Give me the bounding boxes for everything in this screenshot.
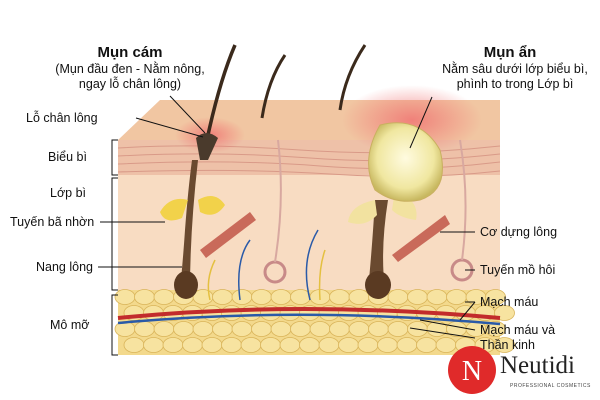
fat-cell — [123, 337, 145, 353]
mun-an-title: Mụn ẩn — [483, 44, 537, 61]
fat-cell — [153, 289, 175, 305]
label-bieu-bi: Biểu bì — [48, 150, 87, 164]
fat-cell — [270, 321, 292, 337]
fat-cell — [299, 337, 320, 353]
fat-cell — [318, 337, 340, 353]
fat-cell — [329, 289, 350, 305]
fat-cell — [114, 321, 136, 337]
fat-cell — [212, 289, 233, 305]
fat-cell — [357, 305, 379, 321]
fat-cell — [309, 321, 331, 337]
hair-follicle-left — [180, 160, 198, 290]
fat-cell — [387, 321, 409, 337]
fat-cell — [270, 289, 292, 305]
fat-cell — [134, 321, 155, 337]
svg-text:N: N — [462, 356, 482, 387]
fat-cell — [182, 337, 203, 353]
fat-cell — [329, 321, 350, 337]
fat-cell — [221, 337, 242, 353]
fat-cell — [435, 337, 457, 353]
fat-cell — [173, 321, 194, 337]
fat-cell — [377, 305, 398, 321]
fat-cell — [494, 337, 515, 353]
fat-cell — [240, 337, 262, 353]
mun-cam-desc-1: (Mụn đầu đen - Nằm nông, — [55, 62, 205, 76]
logo-brand-name: Neutidi — [500, 352, 575, 379]
label-mach-mau-va: Mạch máu và — [480, 323, 556, 337]
fat-cell — [134, 289, 155, 305]
fat-cell — [416, 337, 437, 353]
fat-cell — [426, 289, 448, 305]
fat-cell — [446, 289, 467, 305]
fat-cell — [348, 289, 370, 305]
fat-cell — [368, 321, 389, 337]
blackhead — [196, 133, 218, 160]
fat-cell — [426, 321, 448, 337]
fat-cell — [221, 305, 242, 321]
sebaceous-gland-right — [348, 200, 377, 224]
fat-cell — [357, 337, 379, 353]
label-tuyen-mo-hoi: Tuyến mồ hôi — [480, 263, 556, 277]
logo-tagline: PROFESSIONAL COSMETICS — [510, 383, 591, 389]
fat-cell — [290, 321, 311, 337]
label-mo-mo: Mô mỡ — [50, 318, 90, 332]
fat-cell — [485, 289, 506, 305]
fat-cell — [162, 337, 184, 353]
fat-cell — [251, 289, 272, 305]
fat-cell — [348, 321, 370, 337]
mun-an-desc-2: phình to trong Lớp bì — [456, 77, 574, 91]
label-tuyen-ba-nhon: Tuyến bã nhờn — [10, 215, 95, 229]
fat-cell — [201, 337, 223, 353]
fat-cell — [251, 321, 272, 337]
fat-cell — [114, 289, 136, 305]
arrector-muscle — [200, 212, 256, 258]
fat-cell — [407, 289, 428, 305]
label-nang-long: Nang lông — [36, 260, 93, 274]
fat-cell — [192, 321, 214, 337]
fat-cell — [153, 321, 175, 337]
label-co-dung-long: Cơ dựng lông — [480, 225, 558, 239]
label-than-kinh: Thần kinh — [480, 338, 535, 352]
fat-cell — [279, 337, 301, 353]
fat-cell — [396, 337, 418, 353]
logo-mark — [448, 346, 496, 394]
fat-cell — [231, 321, 253, 337]
hidden-pimple — [368, 122, 443, 202]
fat-cell — [143, 337, 164, 353]
hair-follicle-right — [368, 200, 388, 290]
mun-an-desc-1: Nằm sâu dưới lớp biểu bì, — [442, 62, 588, 76]
fat-cell — [377, 337, 398, 353]
fat-cell — [212, 321, 233, 337]
mun-cam-title: Mụn cám — [97, 44, 163, 61]
fat-cell — [387, 289, 409, 305]
fat-cell — [231, 289, 253, 305]
label-lo-chan-long: Lỗ chân lông — [26, 111, 98, 125]
fat-cell — [485, 321, 506, 337]
label-lop-bi: Lớp bì — [50, 186, 86, 200]
sebaceous-gland-left — [160, 198, 188, 221]
fat-cell — [260, 337, 281, 353]
label-mach-mau: Mạch máu — [480, 295, 539, 309]
mun-cam-desc-2: ngay lỗ chân lông) — [78, 77, 182, 91]
fat-cell — [338, 337, 359, 353]
